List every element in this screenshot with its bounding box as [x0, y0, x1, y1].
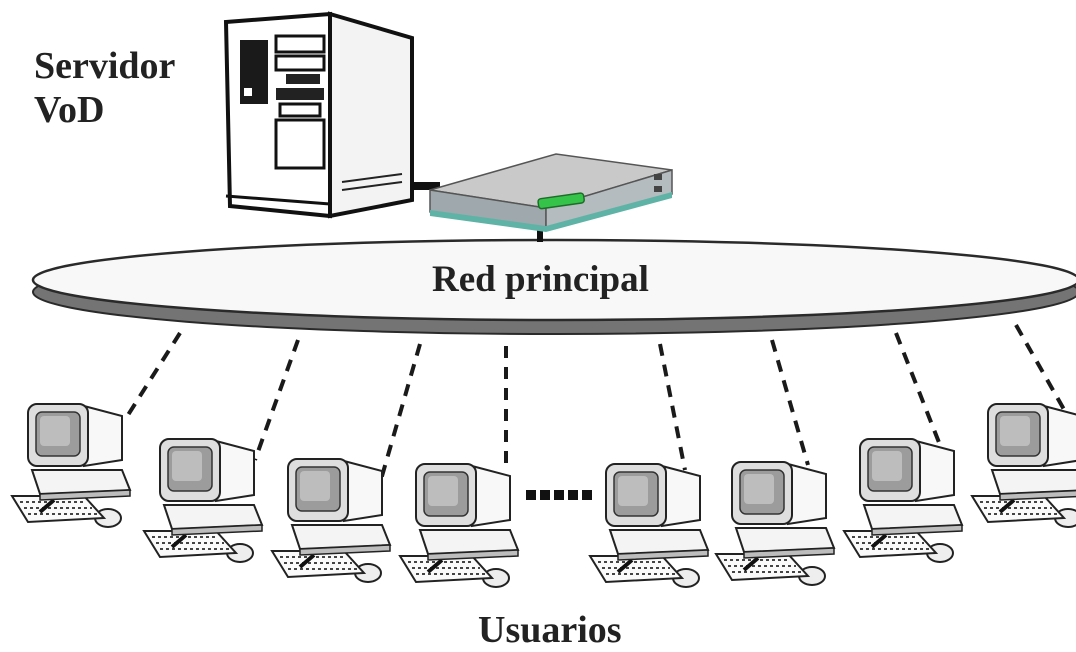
- user-link: [658, 343, 687, 471]
- main-network-ring: [31, 238, 1076, 335]
- computer-workstation-icon: [714, 460, 836, 587]
- server-label-line1: Servidor: [34, 45, 176, 87]
- user-link: [253, 339, 300, 461]
- network-label: Red principal: [432, 259, 649, 300]
- router-icon: [429, 153, 673, 232]
- computer-workstation-icon: [842, 437, 964, 564]
- computer-workstation-icon: [398, 462, 520, 589]
- computer-workstation-icon: [142, 437, 264, 564]
- server-label: Servidor VoD: [34, 44, 175, 132]
- user-links: [126, 324, 1072, 491]
- user-link: [1014, 324, 1072, 421]
- computer-workstation-icon: [970, 402, 1076, 529]
- user-link: [770, 339, 810, 466]
- server-tower-icon: [223, 11, 414, 219]
- server-label-line2: VoD: [34, 89, 105, 131]
- users-label: Usuarios: [478, 609, 622, 651]
- user-link: [894, 332, 942, 446]
- computer-workstation-icon: [588, 462, 710, 589]
- ellipsis-dots: [526, 490, 592, 500]
- user-link: [376, 343, 422, 491]
- computer-workstation-icon: [10, 402, 132, 529]
- user-link: [126, 331, 182, 417]
- computer-workstation-icon: [270, 457, 392, 584]
